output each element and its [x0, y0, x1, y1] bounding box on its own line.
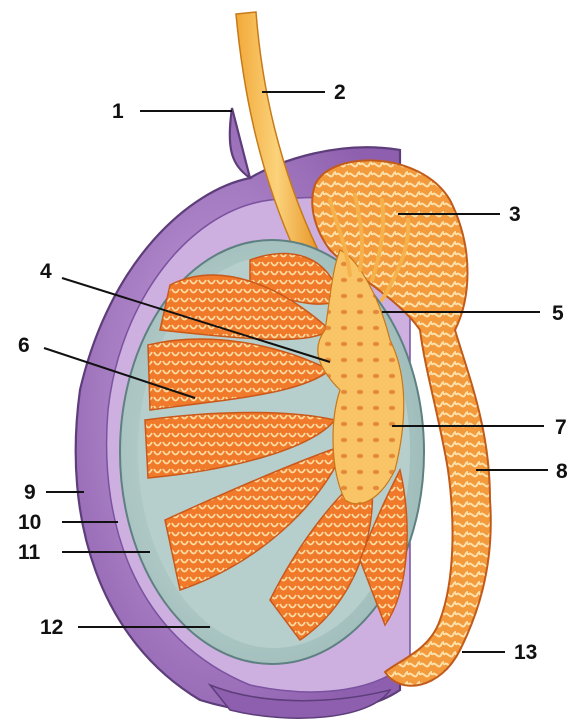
label-6: 6 — [18, 334, 30, 357]
label-5: 5 — [552, 302, 564, 325]
label-9: 9 — [24, 481, 36, 504]
label-3: 3 — [509, 203, 521, 226]
label-1: 1 — [112, 100, 124, 123]
label-4: 4 — [40, 260, 52, 283]
label-10: 10 — [18, 511, 41, 534]
label-13: 13 — [514, 641, 537, 664]
label-8: 8 — [556, 460, 568, 483]
label-11: 11 — [18, 541, 41, 564]
label-7: 7 — [555, 416, 567, 439]
label-2: 2 — [334, 81, 346, 104]
label-12: 12 — [40, 616, 63, 639]
